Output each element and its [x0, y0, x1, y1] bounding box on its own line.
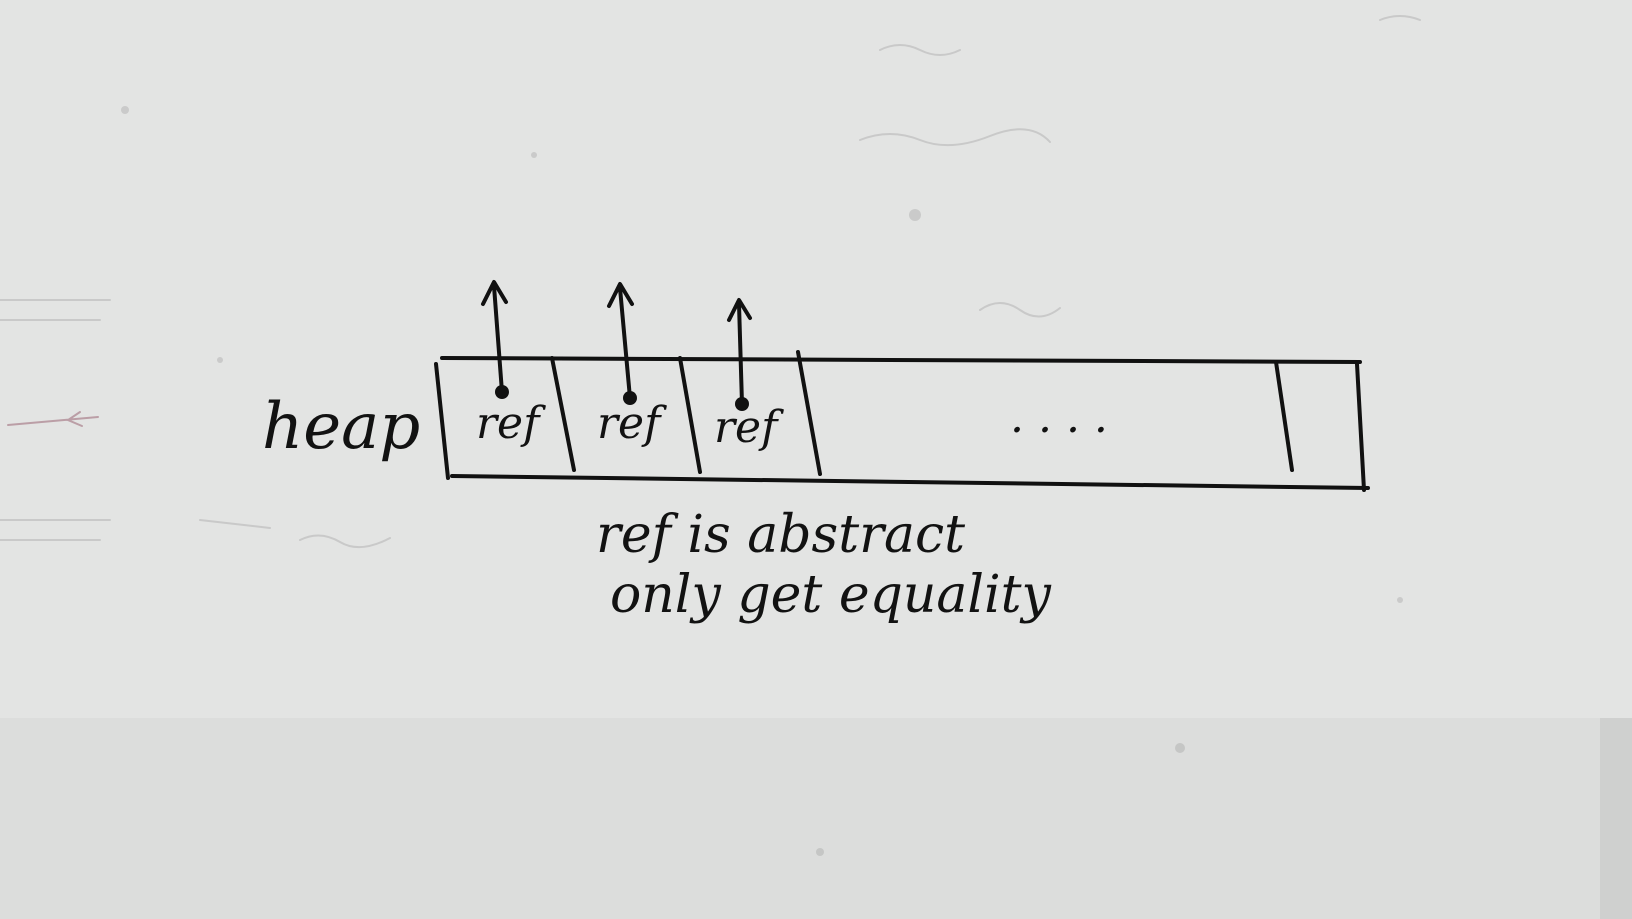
ref-cell-1: ref: [476, 280, 546, 449]
board-edge: [1600, 718, 1632, 919]
heap-array: [434, 350, 1370, 492]
pointer-arrow-3: [727, 298, 752, 406]
ref-cell-2: ref: [597, 282, 667, 449]
heap-ellipsis: . . . .: [1010, 392, 1108, 443]
pointer-dot-1: [495, 385, 509, 399]
ref-label-1: ref: [476, 398, 546, 449]
cell-divider-last: [1274, 360, 1294, 472]
pointer-arrow-1: [481, 280, 508, 394]
pointer-dot-3: [735, 397, 749, 411]
pointer-dot-2: [623, 391, 637, 405]
cell-divider-3: [796, 350, 822, 476]
pointer-arrow-2: [607, 282, 634, 400]
ref-label-2: ref: [597, 398, 667, 449]
heap-array-right-edge: [1355, 362, 1366, 492]
erased-marks: [0, 15, 1421, 856]
heap-label: heap: [262, 390, 420, 464]
ref-label-3: ref: [714, 402, 784, 453]
ref-cell-3: ref: [714, 298, 784, 453]
cell-divider-2: [678, 356, 702, 474]
lower-board-panel: [0, 718, 1600, 919]
cell-divider-1: [550, 356, 576, 472]
heap-array-left-edge: [434, 362, 450, 480]
note-line-2: only get equality: [610, 565, 1052, 625]
heap-array-top-edge: [440, 356, 1362, 364]
note-line-1: ref is abstract: [596, 505, 965, 565]
heap-array-bottom-edge: [450, 474, 1370, 490]
